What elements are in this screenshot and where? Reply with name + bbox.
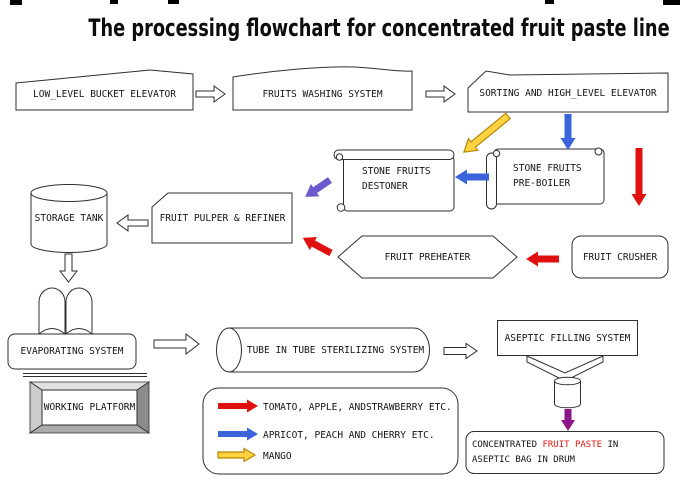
page-title: The processing flowchart for concentrate… [88, 14, 670, 42]
scroll-curl-icon [492, 149, 501, 158]
evaporator-tower-right [65, 287, 93, 336]
flow-arrow-aseptic-icon [443, 342, 478, 360]
storage-tank-label: STORAGE TANK [34, 213, 104, 224]
final-product-label: CONCENTRATED FRUIT PASTE IN ASEPTIC BAG … [472, 438, 660, 468]
flow-arrow-evaporator-icon [58, 253, 79, 283]
fruit-crusher-shape [571, 235, 669, 279]
working-platform-bevel-right [136, 381, 150, 434]
scroll-curl-icon [336, 203, 346, 212]
storage-tank-top [30, 184, 108, 202]
flow-arrow-sterilizer-icon [153, 332, 200, 356]
arrow-preboiler-to-destoner [455, 169, 489, 185]
fruit-preheater-shape [337, 235, 518, 279]
scroll-curl-icon [594, 147, 603, 156]
evaporating-system-label: EVAPORATING SYSTEM [20, 346, 124, 357]
final-product-text-red: FRUIT PASTE [542, 440, 603, 450]
low-level-bucket-elevator-label: LOW_LEVEL BUCKET ELEVATOR [33, 89, 176, 100]
fruits-washing-system-label: FRUITS WASHING SYSTEM [262, 89, 383, 100]
tube-sterilizer-label: TUBE IN TUBE STERILIZING SYSTEM [246, 345, 425, 356]
arrow-mango-elevator-to-destoner [463, 112, 512, 153]
flow-arrow-washing-icon [195, 85, 226, 103]
legend-item-blue-label: APRICOT, PEACH AND CHERRY ETC. [263, 430, 435, 441]
arrow-drum-to-final-product [561, 409, 575, 431]
scan-artifact [10, 0, 22, 5]
working-platform-face [41, 389, 138, 426]
evaporating-system-shape [7, 333, 137, 370]
sorting-high-level-elevator-shape [467, 70, 669, 113]
working-platform-bevel-bottom [28, 424, 151, 434]
legend-red-arrow-icon [218, 399, 258, 413]
final-product-text-black: IN ASEPTIC BAG IN DRUM [472, 440, 619, 465]
stone-fruits-destoner-label: STONE FRUITS DESTONER [362, 166, 431, 192]
legend-item-yellow-label: MANGO [263, 451, 292, 462]
working-platform-bevel-top [28, 381, 151, 391]
aseptic-filling-system-label: ASEPTIC FILLING SYSTEM [504, 333, 631, 344]
arrow-tomato-elevator-to-crusher [631, 148, 647, 206]
sorting-high-level-elevator-label: SORTING AND HIGH_LEVEL ELEVATOR [479, 88, 657, 99]
scan-artifact [545, 0, 554, 4]
final-product-text-black: CONCENTRATED [472, 440, 543, 450]
arrow-crusher-to-preheater [526, 251, 559, 267]
stone-fruits-pre-boiler-roll [486, 152, 497, 210]
stone-fruits-pre-boiler-label: STONE FRUITS PRE-BOILER [513, 163, 582, 189]
tube-sterilizer-end [216, 327, 242, 373]
fruit-crusher-label: FRUIT CRUSHER [582, 252, 658, 263]
legend-box [202, 387, 459, 475]
working-platform-bevel-left [29, 381, 43, 434]
aseptic-filling-system-shape [497, 320, 638, 356]
low-level-bucket-elevator-shape [15, 69, 194, 111]
scroll-curl-icon [335, 153, 344, 161]
scan-artifact [168, 0, 179, 4]
drum-top [554, 376, 581, 386]
legend-item-red-label: TOMATO, APPLE, ANDSTRAWBERRY ETC. [263, 402, 452, 413]
fruit-preheater-label: FRUIT PREHEATER [384, 252, 471, 263]
legend-blue-arrow-icon [218, 427, 258, 441]
flow-arrow-storage-icon [116, 214, 149, 232]
legend-yellow-arrow-icon [217, 447, 257, 463]
flow-arrow-sorting-icon [425, 85, 456, 103]
tube-sterilizer-body [228, 327, 430, 373]
arrow-destoner-to-pulper [305, 177, 332, 197]
scan-artifact [663, 0, 680, 5]
arrow-preheater-to-pulper [302, 236, 333, 257]
evaporator-tower-left [38, 287, 66, 336]
stone-fruits-destoner-scroll-bar [333, 149, 455, 160]
scan-artifact [110, 0, 118, 4]
funnel-chevron-icon [526, 355, 604, 382]
final-product-box [465, 431, 665, 474]
drum-body [554, 381, 581, 409]
fruit-pulper-refiner-label: FRUIT PULPER & REFINER [159, 213, 286, 224]
working-platform-label: WORKING PLATFORM [43, 402, 136, 413]
arrow-stonefruit-elevator-to-preboiler [560, 114, 576, 150]
storage-tank-body [30, 193, 108, 253]
fruit-pulper-refiner-shape [151, 192, 293, 244]
fruits-washing-system-shape [232, 66, 413, 111]
